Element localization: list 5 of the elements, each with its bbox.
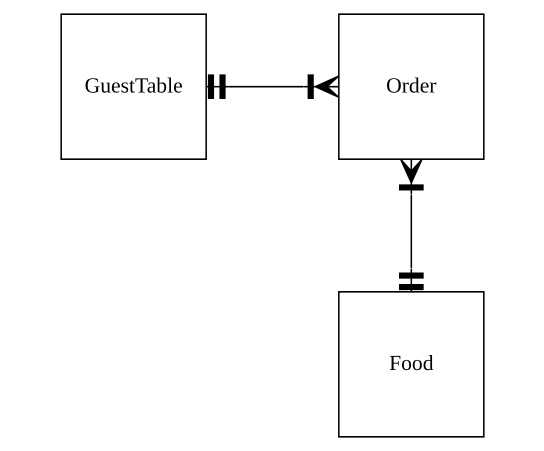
node-box: GuestTable <box>60 13 206 160</box>
connector <box>206 74 339 100</box>
node-box: Order <box>338 13 484 160</box>
node-box: Food <box>338 291 484 438</box>
connector <box>398 158 424 292</box>
